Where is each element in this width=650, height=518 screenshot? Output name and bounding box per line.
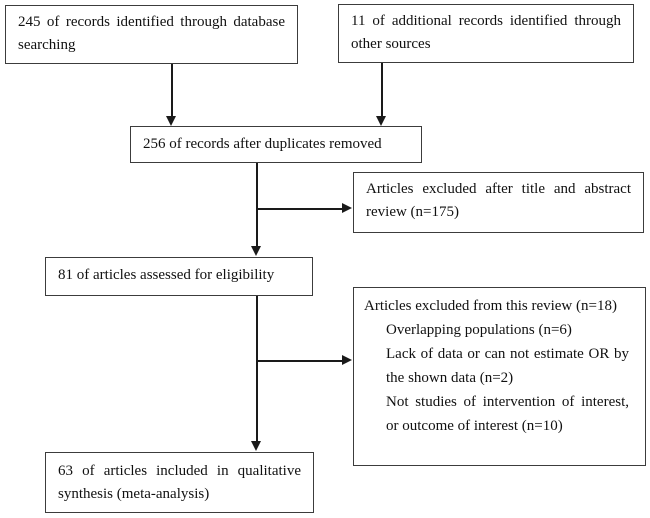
- arrow-down-to-included-icon: [251, 441, 261, 451]
- arrow-right-to-excluded-review-icon: [342, 355, 352, 365]
- connector-branch-to-title-abstract-line: [257, 208, 342, 210]
- box-records-identified-other-sources: 11 of additional records identified thro…: [338, 4, 634, 63]
- box-assessed-eligibility-text: 81 of articles assessed for eligibility: [58, 267, 275, 283]
- excluded-reason-lack-of-data: Lack of data or can not estimate OR by t…: [386, 346, 629, 386]
- connector-eligibility-to-included-line: [256, 296, 258, 441]
- box-excluded-title-abstract: Articles excluded after title and abstra…: [353, 172, 644, 233]
- connector-database-to-duplicates-line: [171, 64, 173, 117]
- connector-other-to-duplicates-line: [381, 63, 383, 117]
- arrow-down-database-to-duplicates-icon: [166, 116, 176, 126]
- box-excluded-from-review-title: Articles excluded from this review (n=18…: [364, 298, 617, 314]
- box-excluded-from-review: Articles excluded from this review (n=18…: [353, 287, 646, 466]
- box-included-qualitative-synthesis-text: 63 of articles included in qualitative s…: [58, 463, 301, 503]
- box-records-identified-other-sources-text: 11 of additional records identified thro…: [351, 13, 621, 53]
- arrow-right-to-title-abstract-icon: [342, 203, 352, 213]
- arrow-down-other-to-duplicates-icon: [376, 116, 386, 126]
- excluded-reason-not-intervention-of-interest: Not studies of intervention of interest,…: [386, 394, 629, 434]
- connector-duplicates-to-eligibility-line: [256, 163, 258, 247]
- box-records-identified-database-text: 245 of records identified through databa…: [18, 14, 285, 54]
- box-assessed-eligibility: 81 of articles assessed for eligibility: [45, 257, 313, 296]
- excluded-reason-overlapping-populations: Overlapping populations (n=6): [386, 322, 572, 338]
- box-included-qualitative-synthesis: 63 of articles included in qualitative s…: [45, 452, 314, 513]
- box-records-after-duplicates-removed: 256 of records after duplicates removed: [130, 126, 422, 163]
- arrow-down-to-eligibility-icon: [251, 246, 261, 256]
- box-records-after-duplicates-removed-text: 256 of records after duplicates removed: [143, 136, 382, 152]
- box-excluded-title-abstract-text: Articles excluded after title and abstra…: [366, 181, 631, 221]
- box-records-identified-database: 245 of records identified through databa…: [5, 5, 298, 64]
- connector-branch-to-excluded-review-line: [257, 360, 342, 362]
